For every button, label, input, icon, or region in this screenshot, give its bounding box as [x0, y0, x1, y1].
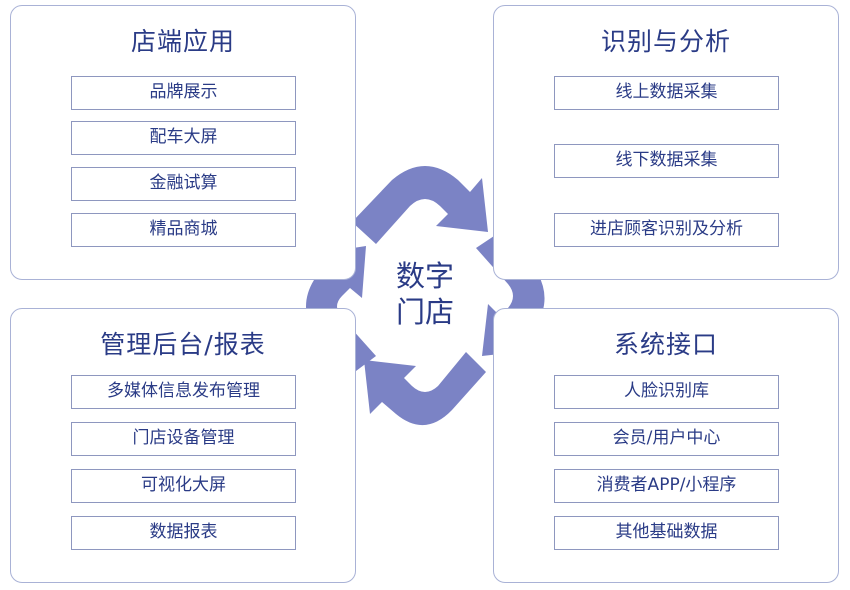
- list-item: 进店顾客识别及分析: [554, 213, 779, 247]
- list-item: 线上数据采集: [554, 76, 779, 110]
- panel-title: 管理后台/报表: [100, 330, 266, 359]
- panel-title: 店端应用: [130, 27, 235, 56]
- list-item: 线下数据采集: [554, 144, 779, 178]
- arrow-top: [352, 166, 488, 244]
- list-item: 可视化大屏: [71, 469, 296, 503]
- panel-recognition: 识别与分析 线上数据采集 线下数据采集 进店顾客识别及分析: [493, 5, 839, 280]
- list-item: 金融试算: [71, 167, 296, 201]
- center-label-line1: 数字: [395, 259, 454, 293]
- panel-title: 系统接口: [613, 330, 718, 359]
- panel-store-apps: 店端应用 品牌展示 配车大屏 金融试算 精品商城: [10, 5, 356, 280]
- list-item: 数据报表: [71, 516, 296, 550]
- list-item: 多媒体信息发布管理: [71, 375, 296, 409]
- list-item: 配车大屏: [71, 121, 296, 155]
- list-item: 其他基础数据: [554, 516, 779, 550]
- list-item: 精品商城: [71, 213, 296, 247]
- arrow-bottom: [364, 352, 486, 426]
- list-item: 门店设备管理: [71, 422, 296, 456]
- list-item: 会员/用户中心: [554, 422, 779, 456]
- center-label-line2: 门店: [395, 295, 454, 329]
- panel-interfaces: 系统接口 人脸识别库 会员/用户中心 消费者APP/小程序 其他基础数据: [493, 308, 839, 583]
- center-label: 数字 门店: [365, 258, 485, 330]
- list-item: 人脸识别库: [554, 375, 779, 409]
- list-item: 消费者APP/小程序: [554, 469, 779, 503]
- list-item: 品牌展示: [71, 76, 296, 110]
- panel-backend: 管理后台/报表 多媒体信息发布管理 门店设备管理 可视化大屏 数据报表: [10, 308, 356, 583]
- panel-title: 识别与分析: [600, 27, 731, 56]
